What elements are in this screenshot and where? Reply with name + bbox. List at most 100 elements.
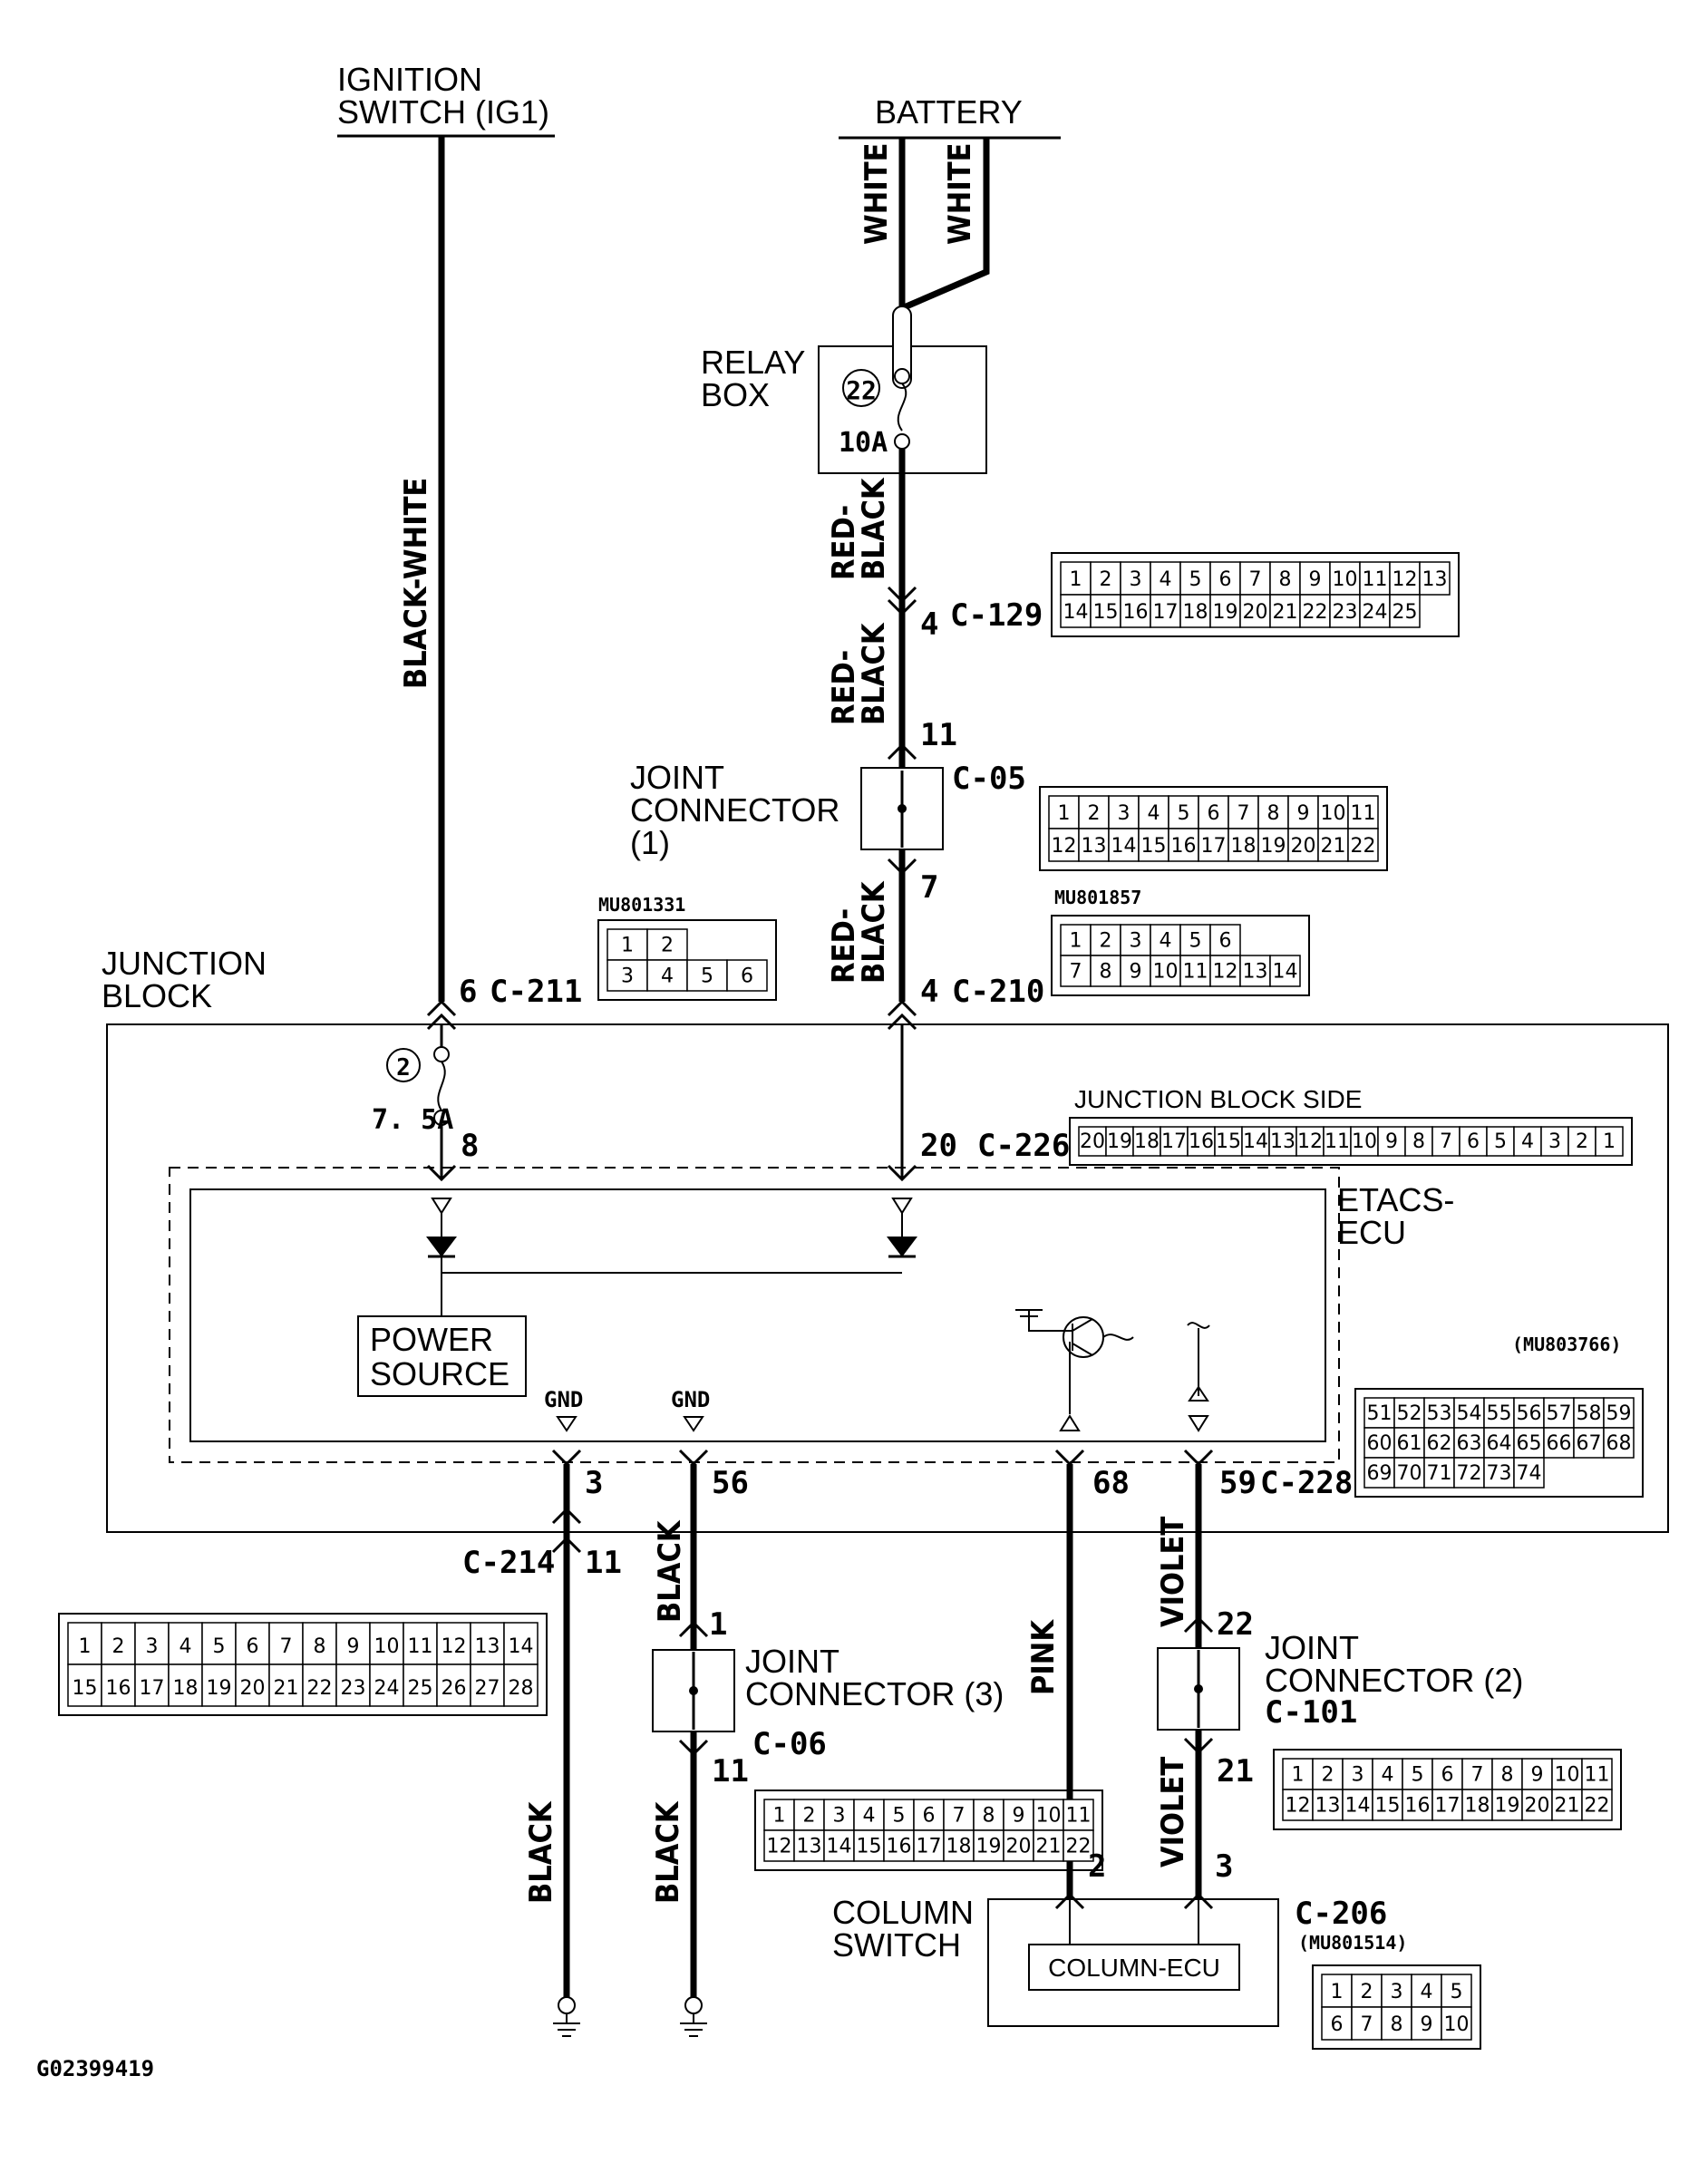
connector-pin-cell: 12 [1282,1789,1314,1821]
connector-pin-cell: 22 [1063,1829,1094,1862]
diode-1 [426,1237,457,1257]
connector-pin-cell: 3 [1108,795,1140,829]
gnd-label-2: GND [671,1387,710,1412]
c101-label: C-101 [1265,1694,1357,1731]
mu803766-label: (MU803766) [1512,1334,1621,1355]
connector-pin-cell: 5 [883,1799,915,1831]
connector-pin-cell: 14 [823,1829,855,1862]
svg-text:13: 13 [1315,1794,1341,1817]
svg-text:6: 6 [1441,1763,1454,1786]
c226-right-terminal [887,1164,917,1182]
connector-pin-cell: 68 [1603,1427,1635,1459]
wire-color-violet-1: VIOLET [1155,1517,1191,1627]
svg-text:5: 5 [1494,1130,1507,1153]
connector-pin-cell: 2 [1090,561,1121,596]
joint2-dot [1194,1684,1203,1693]
connector-pin-cell: 4 [646,959,688,992]
svg-text:17: 17 [1201,835,1227,858]
battery-label: BATTERY [875,93,1023,131]
svg-text:14: 14 [827,1835,852,1857]
wire-color-black-3: BLACK [650,1800,686,1904]
connector-pin-cell: 5 [1441,1974,1472,2008]
svg-text:62: 62 [1427,1432,1452,1455]
joint2-label-1: JOINT [1265,1629,1359,1666]
connector-pin-cell: 8 [1257,795,1289,829]
svg-text:9: 9 [1309,568,1322,591]
svg-text:21: 21 [1036,1835,1062,1857]
svg-text:24: 24 [1363,601,1388,624]
svg-text:14: 14 [1345,1794,1371,1817]
power-source-label-1: POWER [370,1321,493,1358]
connector-pin-cell: 16 [1120,594,1151,628]
connector-pin-cell: 6 [235,1622,270,1665]
c06-in-pin: 1 [709,1606,727,1643]
svg-text:22: 22 [1303,601,1328,624]
svg-text:11: 11 [1066,1804,1092,1827]
connector-pin-cell: 15 [1372,1789,1403,1821]
fuse2-amp: 7. 5A [372,1104,453,1136]
connector-pin-cell: 4 [1513,1126,1542,1157]
svg-text:64: 64 [1487,1432,1512,1455]
connector-pin-cell: 5 [1486,1126,1515,1157]
connector-pin-cell: 19 [1257,828,1289,862]
connector-pin-cell: 14 [1269,955,1301,987]
svg-text:6: 6 [1208,802,1220,825]
svg-text:17: 17 [1161,1130,1187,1153]
connector-pin-cell: 51 [1363,1397,1395,1429]
svg-text:25: 25 [408,1677,433,1700]
connector-pin-cell: 59 [1603,1397,1635,1429]
connector-pin-cell: 10 [1551,1758,1583,1790]
svg-text:52: 52 [1397,1402,1422,1425]
connector-pin-cell: 22 [1347,828,1379,862]
svg-text:12: 12 [1297,1130,1323,1153]
connector-pin-cell: 67 [1573,1427,1605,1459]
ground-symbol-1 [553,1996,580,2037]
connector-pin-cell: 2 [646,928,688,961]
svg-text:19: 19 [207,1677,232,1700]
svg-text:3: 3 [621,965,634,987]
connector-pin-cell: 54 [1453,1397,1485,1429]
connector-pin-cell: 11 [1347,795,1379,829]
connector-pin-cell: 8 [1381,2006,1412,2041]
connector-pin-cell: 14 [1342,1789,1373,1821]
svg-text:8: 8 [1279,568,1292,591]
svg-text:4: 4 [661,965,674,987]
connector-pin-cell: 16 [1168,828,1199,862]
connector-pin-cell: 4 [1150,924,1181,956]
mu801331-label: MU801331 [598,894,685,916]
svg-text:8: 8 [1267,802,1280,825]
figure-id: G02399419 [36,2056,154,2081]
svg-text:17: 17 [917,1835,942,1857]
etacs-in-1 [431,1198,452,1237]
svg-text:9: 9 [1385,1130,1398,1153]
connector-pin-cell: 22 [1299,594,1331,628]
svg-text:28: 28 [509,1677,534,1700]
svg-text:7: 7 [953,1804,966,1827]
power-source-label-2: SOURCE [370,1355,509,1392]
svg-text:7: 7 [1070,960,1082,983]
svg-text:20: 20 [1006,1835,1032,1857]
svg-text:3: 3 [146,1635,159,1658]
c06-in-terminal [678,1620,709,1638]
c206-pink-pin: 2 [1088,1848,1106,1885]
connector-pin-cell: 20 [1239,594,1271,628]
connector-pin-cell: 61 [1393,1427,1425,1459]
connector-pin-cell: 63 [1453,1427,1485,1459]
c214-pin: 11 [585,1545,622,1581]
c101-in-terminal [1183,1615,1214,1634]
svg-text:14: 14 [1243,1130,1268,1153]
svg-text:14: 14 [1063,601,1089,624]
connector-pin-cell: 9 [1287,795,1319,829]
joint3-dot [689,1686,698,1695]
fuse2-number: 2 [396,1054,411,1082]
connector-pin-cell: 12 [763,1829,795,1862]
wire-color-white-1: WHITE [859,143,895,246]
svg-text:15: 15 [1216,1130,1241,1153]
svg-text:2: 2 [112,1635,125,1658]
c05-in-pin: 11 [920,717,957,753]
wire-color-red-black-1b: BLACK [856,477,892,580]
